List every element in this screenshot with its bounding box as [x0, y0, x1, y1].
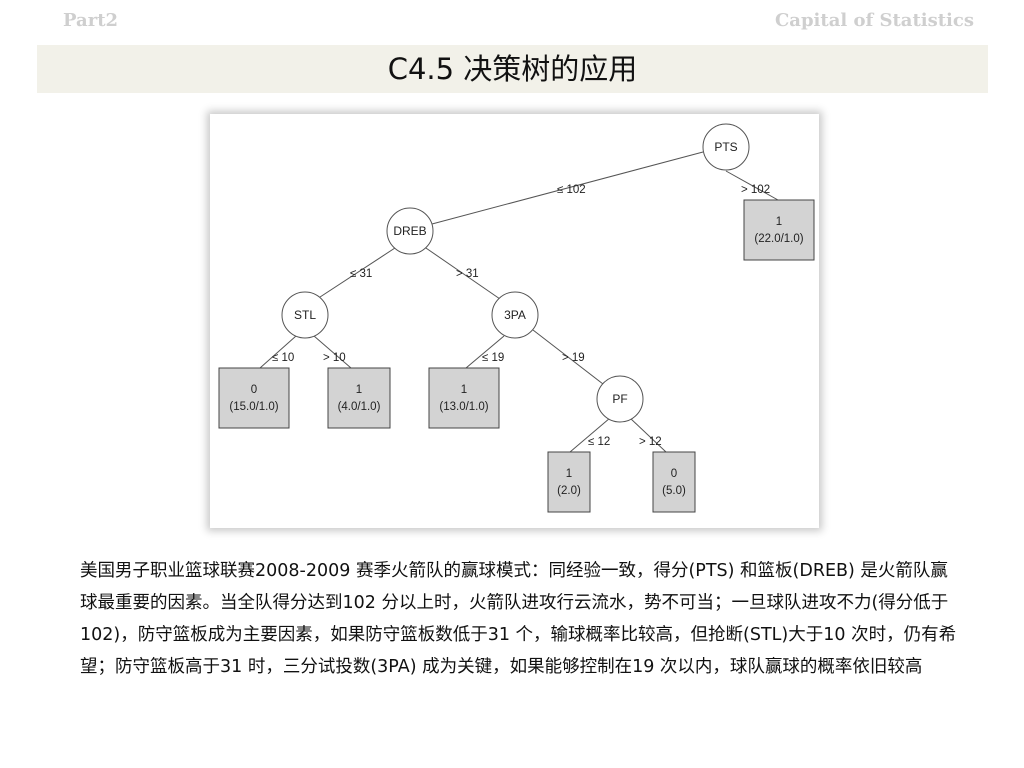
leaf-pf-le-count: (2.0) — [557, 485, 581, 497]
leaf-stl-le-count: (15.0/1.0) — [229, 401, 278, 413]
edge-label-pts-gt: > 102 — [741, 184, 770, 196]
leaf-3pa-le-box — [428, 367, 500, 429]
node-3pa-circle — [491, 291, 539, 339]
edge-label-3pa-gt: > 19 — [562, 352, 585, 364]
leaf-3pa-le-class: 1 — [461, 384, 467, 396]
edge-stl-leaf0 — [259, 335, 297, 369]
node-pf-label: PF — [612, 392, 627, 406]
title-bar: C4.5 决策树的应用 — [37, 45, 988, 93]
node-pf-circle — [596, 375, 644, 423]
edge-pts-dreb — [431, 151, 704, 225]
edge-label-dreb-gt: > 31 — [456, 268, 479, 280]
edge-label-stl-le: ≤ 10 — [272, 352, 294, 364]
leaf-pts-gt-count: (22.0/1.0) — [754, 233, 803, 245]
edge-pf-leaf0 — [629, 417, 667, 453]
edge-label-pts-le: ≤ 102 — [557, 184, 586, 196]
leaf-stl-gt-count: (4.0/1.0) — [338, 401, 381, 413]
edge-label-pf-gt: > 12 — [639, 436, 662, 448]
node-pts-circle — [702, 123, 750, 171]
node-stl-circle — [281, 291, 329, 339]
leaf-pf-gt-class: 0 — [671, 468, 677, 480]
leaf-3pa-le-count: (13.0/1.0) — [439, 401, 488, 413]
edge-dreb-3pa — [422, 245, 501, 300]
edge-pts-leaf — [725, 170, 779, 201]
leaf-stl-le-box — [218, 367, 290, 429]
leaf-stl-le-class: 0 — [251, 384, 257, 396]
leaf-pts-gt-box — [743, 199, 815, 261]
node-dreb-label: DREB — [393, 224, 426, 238]
header-left-label: Part2 — [63, 10, 119, 31]
decision-tree-diagram: ≤ 102 > 102 ≤ 31 > 31 ≤ 10 > 10 ≤ 19 > 1… — [210, 114, 819, 528]
node-dreb-circle — [386, 207, 434, 255]
node-pts-label: PTS — [714, 140, 737, 154]
edge-stl-leaf1 — [313, 335, 352, 369]
leaf-pf-le-class: 1 — [566, 468, 572, 480]
slide-title: C4.5 决策树的应用 — [387, 52, 638, 86]
edge-pf-leaf1 — [569, 417, 611, 453]
leaf-pf-gt-count: (5.0) — [662, 485, 686, 497]
leaf-pf-le-box — [547, 451, 591, 513]
edge-label-pf-le: ≤ 12 — [588, 436, 610, 448]
node-3pa-label: 3PA — [504, 308, 526, 322]
edge-3pa-leaf — [465, 335, 505, 369]
description-paragraph: 美国男子职业篮球联赛2008-2009 赛季火箭队的赢球模式：同经验一致，得分(… — [80, 561, 957, 677]
edge-label-stl-gt: > 10 — [323, 352, 346, 364]
leaf-stl-gt-box — [327, 367, 391, 429]
node-stl-label: STL — [294, 308, 316, 322]
leaf-pf-gt-box — [652, 451, 696, 513]
leaf-pts-gt-class: 1 — [776, 216, 782, 228]
edge-label-dreb-le: ≤ 31 — [350, 268, 372, 280]
edge-label-3pa-le: ≤ 19 — [482, 352, 504, 364]
edge-dreb-stl — [316, 245, 399, 300]
header-right-label: Capital of Statistics — [774, 10, 974, 31]
leaf-stl-gt-class: 1 — [356, 384, 362, 396]
edge-3pa-pf — [532, 329, 604, 385]
